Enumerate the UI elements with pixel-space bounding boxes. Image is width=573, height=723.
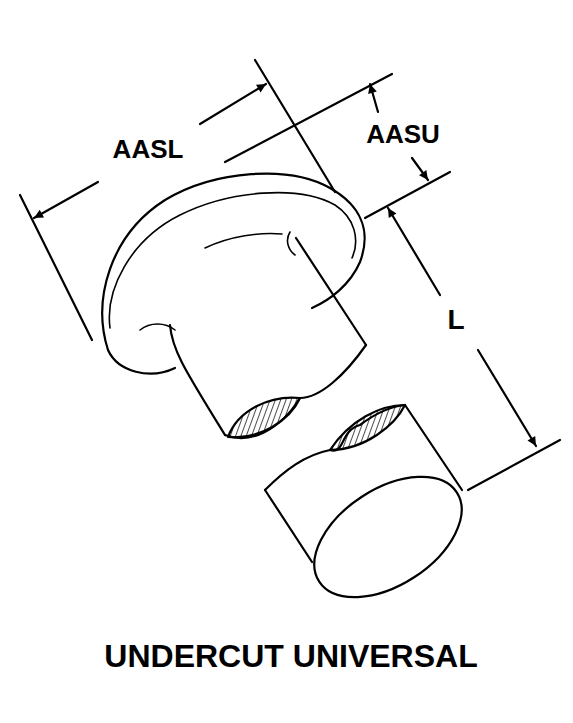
shank-break [265, 405, 405, 490]
extension-line [468, 440, 560, 490]
extension-line [365, 172, 450, 218]
dimension-label: L [447, 306, 464, 334]
shank-end [293, 452, 483, 622]
rivet-head [102, 174, 364, 350]
extension-line [20, 195, 92, 340]
dimension-arrow [478, 350, 536, 446]
extension-line [225, 74, 392, 162]
rivet-shank [265, 490, 312, 562]
head-highlight [288, 232, 295, 255]
rivet-shank [170, 325, 225, 435]
rivet-shank [296, 238, 366, 345]
dimension-arrow [200, 84, 266, 124]
dimension-arrow [34, 182, 98, 218]
dimension-arrow [388, 208, 440, 295]
dimension-label: AASU [366, 121, 440, 147]
dimension-arrow [370, 84, 378, 112]
caption-text: UNDERCUT UNIVERSAL [104, 640, 477, 672]
dimension-label: AASL [113, 136, 184, 162]
head-highlight [205, 234, 282, 248]
shank-break [225, 345, 366, 438]
section-hatch [228, 398, 300, 438]
rivet-head [108, 350, 175, 374]
dimension-arrow [412, 158, 428, 180]
head-rim [109, 193, 355, 328]
